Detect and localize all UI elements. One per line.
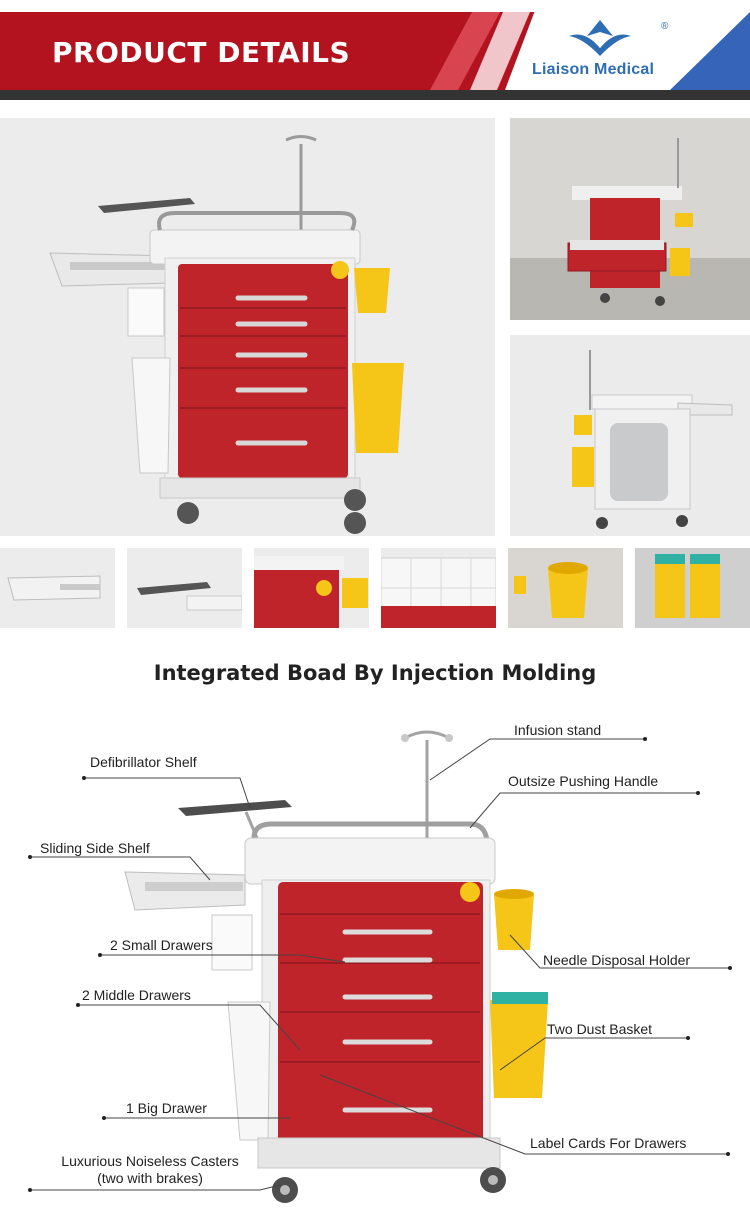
thumbnail-defibrillator-shelf[interactable] — [127, 548, 242, 628]
callout-middle-drawers: 2 Middle Drawers — [82, 987, 191, 1003]
thumbnail-drawer-divider[interactable] — [381, 548, 496, 628]
thumbnail-needle-holder[interactable] — [508, 548, 623, 628]
header-banner: PRODUCT DETAILS Liaison Medical ® — [0, 0, 750, 100]
callout-label-cards: Label Cards For Drawers — [530, 1135, 687, 1151]
callout-casters-line1: Luxurious Noiseless Casters — [61, 1153, 239, 1169]
banner-dark-bar — [0, 90, 750, 100]
callout-needle-disposal: Needle Disposal Holder — [543, 952, 691, 968]
side-photo-open-drawer — [510, 118, 750, 320]
main-product-photo — [0, 118, 495, 536]
callout-big-drawer: 1 Big Drawer — [126, 1100, 207, 1116]
side-photo-back-view — [510, 335, 750, 536]
thumbnail-lock[interactable] — [254, 548, 369, 628]
brand-name: Liaison Medical — [532, 61, 655, 78]
registered-mark: ® — [661, 21, 669, 32]
callout-sliding-side-shelf: Sliding Side Shelf — [40, 840, 150, 856]
page-title: PRODUCT DETAILS — [52, 36, 351, 69]
callout-small-drawers: 2 Small Drawers — [110, 937, 213, 953]
feature-diagram: Infusion stand Defibrillator Shelf Outsi… — [0, 700, 750, 1225]
brand-logo-icon — [569, 20, 631, 56]
callout-infusion-stand: Infusion stand — [514, 722, 602, 738]
thumbnail-sliding-shelf[interactable] — [0, 548, 115, 628]
section-heading: Integrated Boad By Injection Molding — [153, 661, 597, 685]
trolley-illustration — [28, 730, 732, 1203]
callout-casters-line2: (two with brakes) — [97, 1170, 203, 1186]
callout-defibrillator-shelf: Defibrillator Shelf — [90, 754, 197, 770]
callout-pushing-handle: Outsize Pushing Handle — [508, 773, 659, 789]
thumbnail-dust-basket[interactable] — [635, 548, 750, 628]
callout-casters: Luxurious Noiseless Casters (two with br… — [50, 1153, 250, 1187]
callout-dust-basket: Two Dust Basket — [547, 1021, 653, 1037]
